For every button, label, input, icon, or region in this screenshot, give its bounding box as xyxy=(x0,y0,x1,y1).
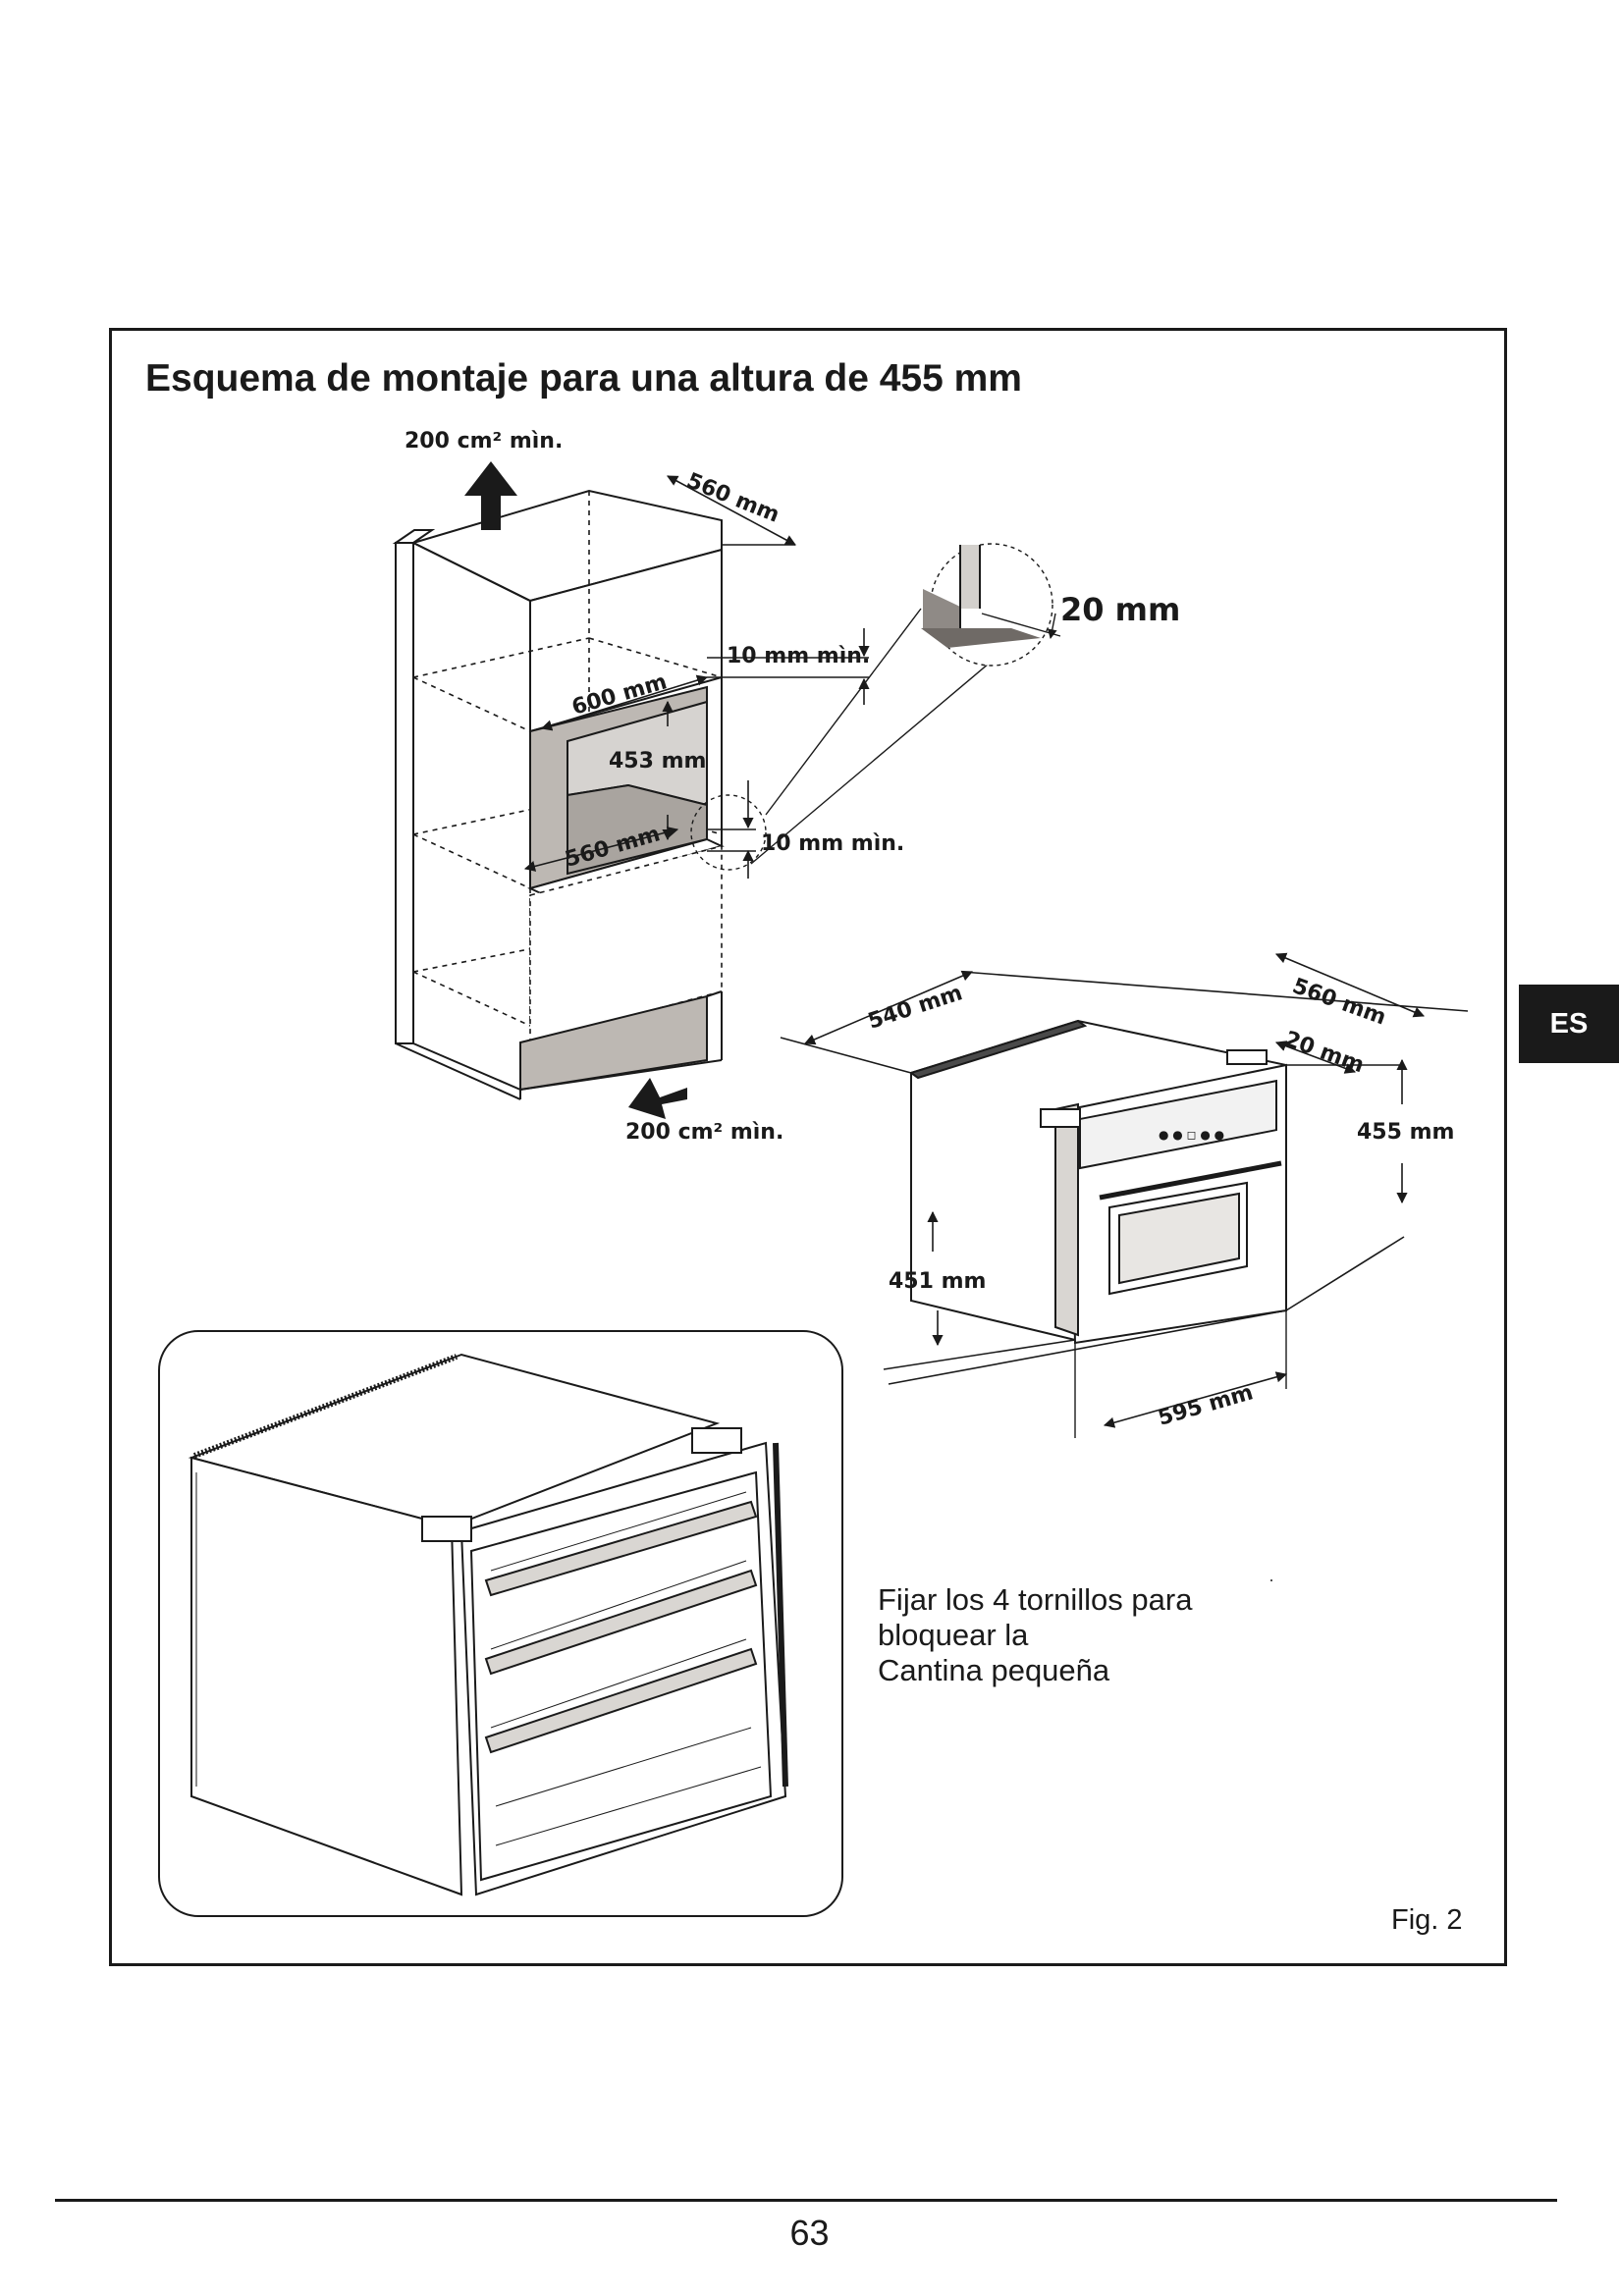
figure-frame xyxy=(109,328,1507,1966)
vent-in-arrow xyxy=(628,1078,687,1119)
vent-up-arrow xyxy=(464,461,517,530)
dim-detail-gap: 20 mm xyxy=(1060,591,1180,628)
dim-appliance-body-height: 451 mm xyxy=(889,1269,986,1294)
appliance-dimension-lines xyxy=(780,952,1469,1428)
note-line-1: Fijar los 4 tornillos para xyxy=(878,1582,1193,1617)
dim-appliance-width: 595 mm xyxy=(1156,1380,1256,1430)
dim-vent-bottom: 200 cm² mìn. xyxy=(625,1120,783,1145)
note-line-3: Cantina pequeña xyxy=(878,1653,1110,1687)
footer-rule xyxy=(55,2199,1557,2202)
note-dot xyxy=(1270,1579,1272,1581)
detail-magnifier xyxy=(921,543,1061,667)
dim-appliance-depth-total: 560 mm xyxy=(1289,974,1389,1031)
dim-appliance-depth: 540 mm xyxy=(865,981,965,1035)
cabinet-drawing xyxy=(392,489,725,1100)
installation-note: Fijar los 4 tornillos para bloquear la C… xyxy=(878,1582,1192,1688)
dim-gap-bottom: 10 mm mìn. xyxy=(761,831,904,856)
dim-appliance-front: 20 mm xyxy=(1281,1027,1368,1078)
page-number: 63 xyxy=(789,2213,830,2253)
dim-appliance-height: 455 mm xyxy=(1357,1120,1454,1145)
dim-gap-top: 10 mm mìn. xyxy=(727,644,870,668)
appliance-drawing: ● ● ◻ ● ● xyxy=(908,1019,1287,1438)
figure-label: Fig. 2 xyxy=(1391,1904,1463,1936)
note-line-2: bloquear la xyxy=(878,1618,1029,1652)
cabinet-dimension-lines xyxy=(523,475,870,879)
dim-vent-top: 200 cm² mìn. xyxy=(405,429,563,454)
dim-niche-height: 453 mm xyxy=(609,749,706,774)
wine-cabinet-drawing xyxy=(188,1353,788,1896)
svg-text:● ● ◻ ● ●: ● ● ◻ ● ● xyxy=(1159,1128,1224,1142)
detail-callout xyxy=(690,608,1002,871)
language-tab: ES xyxy=(1519,985,1619,1063)
page-title: Esquema de montaje para una altura de 45… xyxy=(145,357,1022,400)
